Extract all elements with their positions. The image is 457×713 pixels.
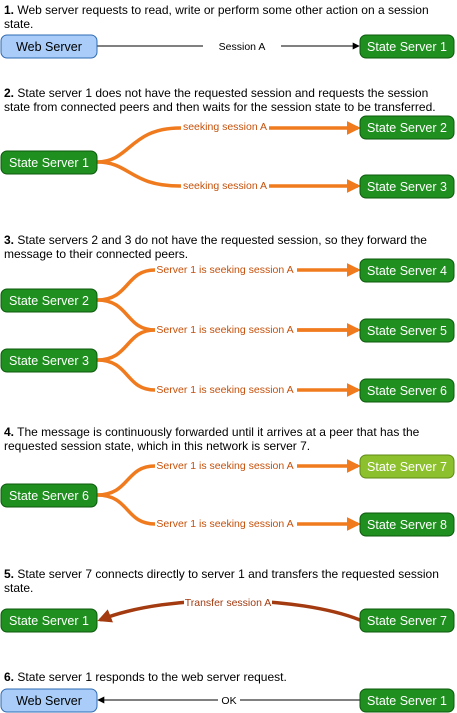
node-label: State Server 2 bbox=[9, 294, 89, 308]
state-server-2-node[interactable]: State Server 2 bbox=[359, 115, 455, 140]
edge-label-bg bbox=[203, 39, 281, 53]
step-number: 5. bbox=[4, 567, 15, 581]
web-server-node[interactable]: Web Server bbox=[0, 34, 98, 59]
edge-label-bg bbox=[155, 263, 297, 276]
step-6-caption: 6. State server 1 responds to the web se… bbox=[4, 670, 454, 684]
web-server-node[interactable]: Web Server bbox=[0, 688, 98, 713]
state-server-6-node[interactable]: State Server 6 bbox=[0, 483, 98, 508]
transfer-session-label: Transfer session A bbox=[185, 597, 272, 609]
state-server-8-node[interactable]: State Server 8 bbox=[359, 512, 455, 537]
step-text: Web server requests to read, write or pe… bbox=[4, 3, 429, 31]
node-label: State Server 6 bbox=[9, 489, 89, 503]
state-server-2-node[interactable]: State Server 2 bbox=[0, 288, 98, 313]
edge-label-bg bbox=[155, 517, 297, 530]
state-server-6-node[interactable]: State Server 6 bbox=[359, 378, 455, 403]
node-label: Web Server bbox=[16, 694, 82, 708]
node-label: State Server 1 bbox=[367, 40, 447, 54]
step-number: 3. bbox=[4, 233, 15, 247]
step-4-caption: 4. The message is continuously forwarded… bbox=[4, 425, 454, 453]
seeking-arrow-to-server-3 bbox=[96, 160, 361, 193]
step-text: The message is continuously forwarded un… bbox=[4, 425, 420, 453]
seeking-label-server-8: Server 1 is seeking session A bbox=[156, 518, 293, 530]
seeking-label-server-3: seeking session A bbox=[183, 180, 267, 192]
edge-label-bg bbox=[155, 459, 297, 472]
session-a-label: Session A bbox=[219, 41, 266, 53]
node-label: State Server 7 bbox=[367, 614, 447, 628]
step-5-caption: 5. State server 7 connects directly to s… bbox=[4, 567, 454, 595]
step-number: 1. bbox=[4, 3, 15, 17]
edge-label-bg bbox=[181, 179, 269, 192]
node-label: State Server 4 bbox=[367, 264, 447, 278]
node-label: Web Server bbox=[16, 40, 82, 54]
state-server-3-node[interactable]: State Server 3 bbox=[0, 348, 98, 373]
seeking-label-server-7: Server 1 is seeking session A bbox=[156, 460, 293, 472]
step-number: 6. bbox=[4, 670, 15, 684]
forward-arrow-to-server-4 bbox=[96, 263, 361, 302]
seeking-label-server-5: Server 1 is seeking session A bbox=[156, 324, 293, 336]
node-label: State Server 1 bbox=[367, 694, 447, 708]
node-label: State Server 3 bbox=[9, 354, 89, 368]
seeking-arrow-to-server-2 bbox=[96, 121, 361, 164]
forward-arrow-to-server-6 bbox=[96, 358, 361, 397]
edge-label-bg bbox=[184, 596, 272, 609]
state-server-1-node[interactable]: State Server 1 bbox=[359, 688, 455, 713]
node-label: State Server 8 bbox=[367, 518, 447, 532]
state-server-1-node[interactable]: State Server 1 bbox=[0, 608, 98, 633]
state-server-1-node[interactable]: State Server 1 bbox=[0, 150, 98, 175]
edge-label-bg bbox=[218, 693, 240, 707]
ok-label: OK bbox=[221, 695, 236, 707]
forward-arrow-to-server-5-from-3 bbox=[96, 323, 361, 362]
seeking-label-server-2: seeking session A bbox=[183, 121, 267, 133]
node-label: State Server 5 bbox=[367, 324, 447, 338]
edge-label-bg bbox=[181, 120, 269, 133]
state-server-4-node[interactable]: State Server 4 bbox=[359, 258, 455, 283]
forward-arrow-to-server-8 bbox=[96, 493, 361, 531]
node-label: State Server 2 bbox=[367, 121, 447, 135]
step-text: State servers 2 and 3 do not have the re… bbox=[4, 233, 427, 261]
state-server-7-node[interactable]: State Server 7 bbox=[359, 608, 455, 633]
edge-label-bg bbox=[155, 383, 297, 396]
state-server-1-node[interactable]: State Server 1 bbox=[359, 34, 455, 59]
step-text: State server 7 connects directly to serv… bbox=[4, 567, 439, 595]
step-number: 4. bbox=[4, 425, 15, 439]
step-1-caption: 1. Web server requests to read, write or… bbox=[4, 3, 454, 31]
seeking-label-server-4: Server 1 is seeking session A bbox=[156, 264, 293, 276]
state-server-5-node[interactable]: State Server 5 bbox=[359, 318, 455, 343]
step-2-caption: 2. State server 1 does not have the requ… bbox=[4, 86, 454, 114]
step-text: State server 1 does not have the request… bbox=[4, 86, 436, 114]
node-label: State Server 7 bbox=[367, 460, 447, 474]
step-text: State server 1 responds to the web serve… bbox=[14, 670, 287, 684]
step-3-caption: 3. State servers 2 and 3 do not have the… bbox=[4, 233, 454, 261]
state-server-3-node[interactable]: State Server 3 bbox=[359, 174, 455, 199]
node-label: State Server 6 bbox=[367, 384, 447, 398]
step-number: 2. bbox=[4, 86, 15, 100]
node-label: State Server 3 bbox=[367, 180, 447, 194]
seeking-label-server-6: Server 1 is seeking session A bbox=[156, 384, 293, 396]
node-label: State Server 1 bbox=[9, 156, 89, 170]
edge-label-bg bbox=[155, 323, 297, 336]
state-server-7-found-node[interactable]: State Server 7 bbox=[359, 454, 455, 479]
node-label: State Server 1 bbox=[9, 614, 89, 628]
forward-arrow-to-server-7 bbox=[96, 459, 361, 497]
